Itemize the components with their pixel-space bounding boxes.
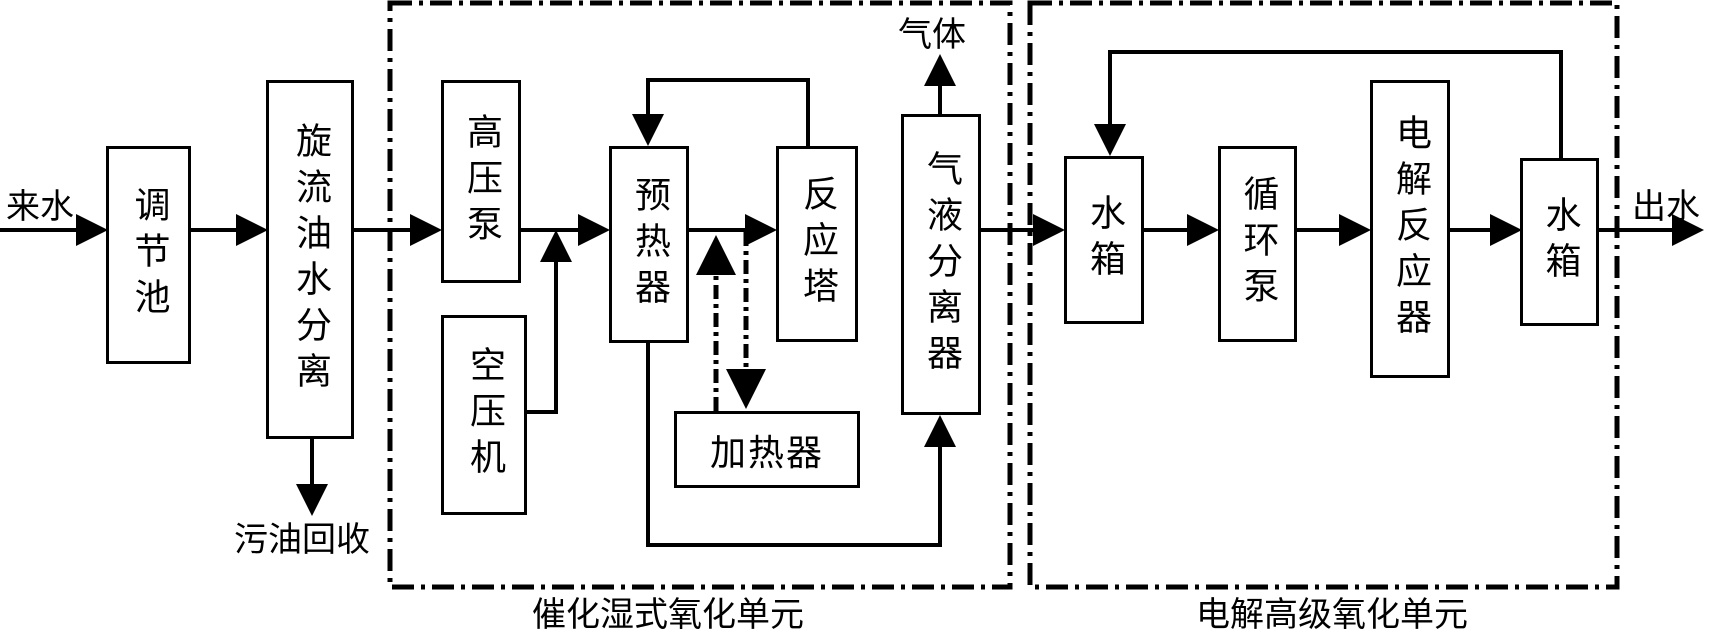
water-tank-1-block: 水箱: [1064, 156, 1144, 324]
catalytic-unit-frame: [387, 0, 1013, 590]
electrolytic-reactor-label: 电解反应器: [1390, 114, 1431, 344]
cyclone-separator-block: 旋流油水分离: [266, 80, 354, 439]
gas-out-label: 气体: [898, 15, 966, 55]
preheater-block: 预热器: [609, 146, 689, 343]
high-pressure-pump-label: 高压泵: [461, 112, 502, 251]
catalytic-unit-label: 催化湿式氧化单元: [532, 595, 804, 635]
flow-compressor-merge: [527, 230, 572, 414]
high-pressure-pump-block: 高压泵: [441, 80, 521, 283]
inlet-label: 来水: [6, 187, 74, 227]
regulating-tank-block: 调节池: [106, 146, 191, 364]
reaction-tower-label: 反应塔: [797, 175, 838, 313]
air-compressor-block: 空压机: [441, 315, 527, 515]
flow-recycle-loop: [1094, 50, 1563, 158]
air-compressor-label: 空压机: [464, 346, 505, 484]
water-tank-2-label: 水箱: [1539, 196, 1581, 288]
water-tank-2-block: 水箱: [1520, 158, 1599, 326]
preheater-label: 预热器: [629, 175, 670, 314]
flow-preheater-to-separator: [646, 343, 956, 547]
circulation-pump-label: 循环泵: [1237, 175, 1279, 313]
electrolysis-unit-frame: [1027, 0, 1620, 590]
heater-label: 加热器: [709, 432, 824, 474]
circulation-pump-block: 循环泵: [1218, 146, 1297, 342]
gas-liquid-separator-block: 气液分离器: [901, 114, 981, 415]
reaction-tower-block: 反应塔: [776, 146, 858, 342]
electrolysis-unit-label: 电解高级氧化单元: [1196, 595, 1468, 635]
oil-recovery-label: 污油回收: [234, 520, 370, 560]
cyclone-separator-label: 旋流油水分离: [290, 121, 331, 398]
flow-tower-loop: [632, 78, 810, 146]
regulating-tank-label: 调节池: [128, 186, 170, 324]
water-tank-1-label: 水箱: [1084, 194, 1125, 286]
outlet-label: 出水: [1632, 187, 1700, 227]
gas-liquid-separator-label: 气液分离器: [921, 149, 962, 380]
electrolytic-reactor-block: 电解反应器: [1370, 80, 1450, 378]
heater-block: 加热器: [674, 411, 860, 488]
